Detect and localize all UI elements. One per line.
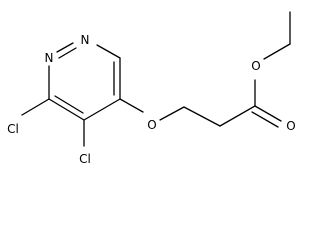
- atom-n2: N: [45, 51, 54, 65]
- bond-carbonyl-o-double: [251, 111, 279, 128]
- atom-o-ester: O: [251, 59, 260, 73]
- bond-n2-n1: [56, 42, 74, 53]
- bond-ch2-ch2: [183, 106, 221, 127]
- atom-cl-bottom: Cl: [79, 152, 91, 166]
- bond-n1-c6: [96, 44, 121, 59]
- pyridazine-ring: [48, 42, 121, 121]
- bond-c4-c3-double: [54, 95, 84, 114]
- bond-n2-n1-double: [58, 47, 77, 59]
- atom-cl-left: Cl: [7, 122, 19, 136]
- bond-c4-c3: [48, 98, 85, 121]
- ester-chain: [159, 11, 291, 128]
- bond-carbonyl-o: [254, 105, 282, 122]
- atom-n1: N: [81, 33, 90, 47]
- bond-o-ch2: [159, 106, 185, 121]
- bond-ester-o-ch2: [263, 43, 291, 60]
- atom-o-carbonyl: O: [286, 119, 295, 133]
- bond-ch2-carbonyl: [219, 105, 256, 127]
- atom-o-ether: O: [147, 118, 156, 132]
- bond-c3-cl: [21, 98, 50, 116]
- bond-c5-o: [119, 98, 144, 113]
- bond-c5-c4: [83, 98, 121, 121]
- chemical-structure: N N Cl Cl O O O: [7, 11, 296, 166]
